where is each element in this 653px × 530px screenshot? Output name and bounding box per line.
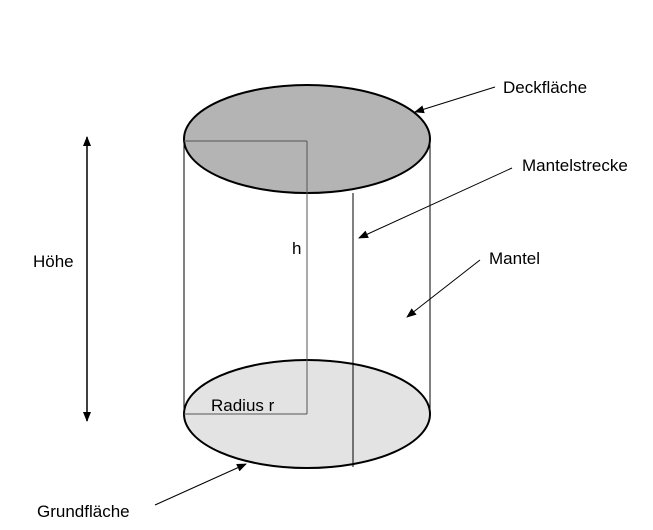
- height-label: Höhe: [33, 252, 74, 271]
- lateral-surface-label: Mantel: [489, 249, 540, 268]
- top-face-pointer-arrow: [414, 86, 496, 114]
- base-face-label: Grundfläche: [37, 502, 130, 521]
- lateral-surface-pointer-arrow: [406, 259, 481, 318]
- base-face-pointer-arrow: [154, 463, 247, 506]
- radius-label: Radius r: [211, 396, 275, 415]
- top-face-label: Deckfläche: [503, 78, 587, 97]
- side-segment-pointer-arrow: [358, 167, 513, 239]
- height-symbol-label: h: [292, 239, 301, 258]
- side-segment-label: Mantelstrecke: [522, 156, 628, 175]
